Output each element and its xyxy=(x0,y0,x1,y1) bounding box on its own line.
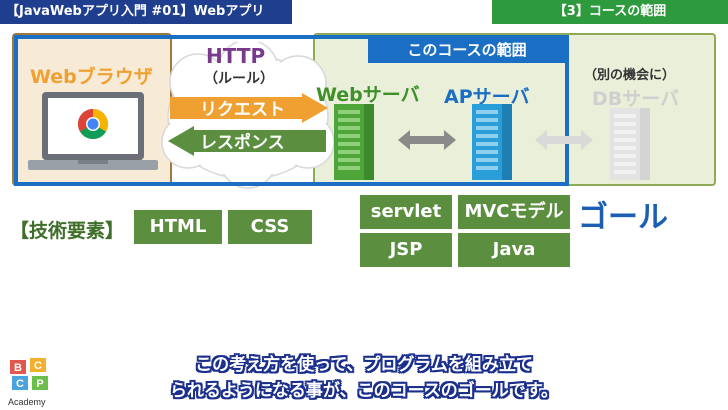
browser-label: Webブラウザ xyxy=(30,66,153,88)
tech-mvc-model: MVCモデル xyxy=(458,195,570,229)
tech-servlet: servlet xyxy=(360,195,452,229)
ap-server-icon xyxy=(472,104,512,180)
academy-logo: B C C P Academy xyxy=(8,356,52,407)
svg-text:B: B xyxy=(14,362,22,374)
course-scope-label: このコースの範囲 xyxy=(368,37,566,63)
response-arrow xyxy=(168,126,326,156)
chrome-icon xyxy=(77,109,109,140)
svg-text:C: C xyxy=(16,378,24,390)
ap-server-label: APサーバ xyxy=(444,86,530,108)
request-arrow xyxy=(170,93,328,123)
subtitle-line-2: られるようになる事が、このコースのゴールです。 xyxy=(169,381,559,401)
web-server-icon xyxy=(334,104,374,180)
other-opportunity-label: （別の機会に） xyxy=(584,68,676,83)
tech-heading: 【技術要素】 xyxy=(10,220,125,242)
ap-db-connector-arrow xyxy=(535,130,593,150)
db-server-label: DBサーバ xyxy=(592,88,680,110)
section-title: 【3】コースの範囲 xyxy=(492,0,728,24)
tech-html: HTML xyxy=(134,210,222,244)
goal-label: ゴール xyxy=(578,200,668,235)
course-scope-frame xyxy=(14,35,569,186)
bccp-logo-icon: B C C P xyxy=(10,358,48,390)
tech-java: Java xyxy=(458,233,570,267)
tech-css: CSS xyxy=(228,210,312,244)
tech-jsp: JSP xyxy=(360,233,452,267)
request-label: リクエスト xyxy=(200,100,285,120)
response-label: レスポンス xyxy=(200,133,285,153)
http-label: HTTP xyxy=(206,44,266,68)
svg-text:C: C xyxy=(34,360,42,372)
db-server-icon xyxy=(610,108,650,180)
academy-logo-text: Academy xyxy=(8,397,46,407)
lesson-title: 【JavaWebアプリ入門 #01】Webアプリ xyxy=(0,0,292,24)
laptop-icon xyxy=(28,92,158,170)
http-rule-label: （ルール） xyxy=(204,71,274,87)
web-ap-connector-arrow xyxy=(398,130,456,150)
svg-text:P: P xyxy=(36,378,43,390)
subtitle-line-1: この考え方を使って、プログラムを組み立て xyxy=(195,355,533,375)
web-server-label: Webサーバ xyxy=(316,84,420,106)
